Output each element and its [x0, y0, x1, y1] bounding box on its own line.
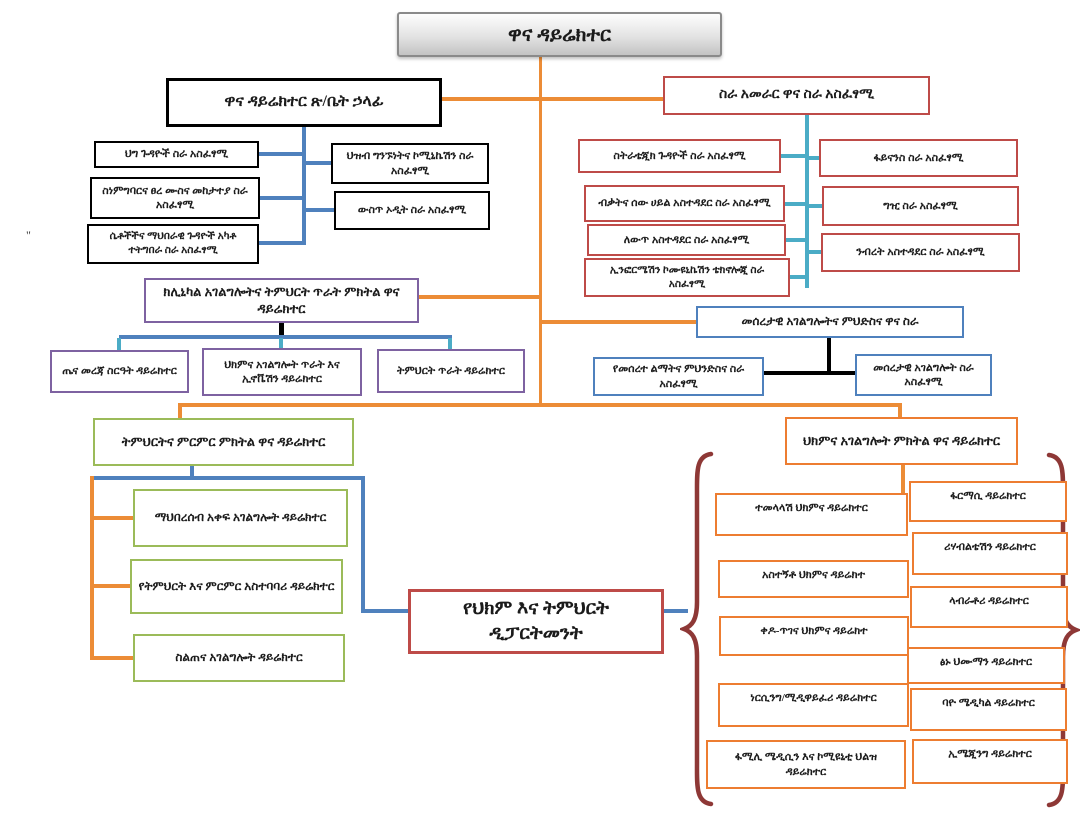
connector: [117, 338, 121, 351]
box-office-unit: ውስጥ ኦዲት ስራ አስፈፃሚ: [334, 191, 490, 230]
box-management-exec: ስራ አመራር ዋና ስራ አስፈፃሚ: [663, 76, 930, 115]
box-education-deputy: ትምህርትና ምርምር ምክትል ዋና ዳይሬክተር: [93, 418, 354, 466]
box-medical-unit: ፋርማሲ ዳይሬክተር: [909, 481, 1067, 522]
connector: [90, 476, 94, 660]
connector: [119, 335, 452, 339]
connector: [898, 403, 902, 418]
connector: [178, 403, 901, 407]
connector: [808, 204, 822, 208]
box-management-unit: ብቃትና ሰው ሀይል አስተዳደር ስራ አስፈፃሚ: [584, 185, 785, 222]
connector: [808, 156, 819, 160]
connector: [539, 57, 542, 406]
box-infrastructure-unit: የመሰረተ ልማትና ምህንድስና ስራ አስፈፃሚ: [593, 357, 764, 396]
connector: [361, 609, 408, 613]
connector: [190, 466, 194, 478]
box-medical-unit: ፅኑ ህሙማን ዳይሬክተር: [907, 647, 1065, 684]
connector: [448, 338, 452, 350]
connector: [90, 516, 133, 520]
box-management-unit: ፋይናንስ ስራ አስፈፃሚ: [819, 139, 1018, 177]
box-management-unit: ኢንፎርሜሽን ኮሙዩኒኬሽን ቴክኖሎጂ ስራ አስፈፃሚ: [584, 258, 790, 297]
box-medical-unit: ላብራቶሪ ዳይሬክተር: [910, 586, 1068, 628]
connector: [805, 115, 809, 288]
box-medical-unit: ኢሜጂንግ ዳይሬክተር: [912, 739, 1068, 784]
box-medical-unit: ሪሃብልቴሽን ዳይሬክተር: [912, 532, 1068, 575]
box-office-head: ዋና ዳይሬክተር ጽ/ቤት ኃላፊ: [166, 78, 442, 127]
connector: [302, 127, 306, 245]
connector: [664, 609, 688, 613]
box-management-unit: ስትራቴጂክ ጉዳዮች ስራ አስፈፃሚ: [578, 139, 781, 173]
connector: [786, 238, 805, 242]
connector: [808, 250, 821, 254]
connector: [901, 464, 905, 494]
box-management-unit: ለውጥ አስተዳደር ስራ አስፈፃሚ: [587, 224, 786, 256]
connector: [260, 196, 302, 200]
box-clinical-deputy: ክሊኒካል አገልግሎትና ትምህርት ጥራት ምክትል ዋና ዳይሬክተር: [144, 278, 419, 323]
box-infrastructure-unit: መሰረታዊ አገልግሎት ስራ አስፈፃሚ: [855, 354, 992, 396]
connector: [361, 476, 365, 613]
connector: [764, 371, 855, 375]
stray-quote-mark: ": [26, 228, 31, 242]
box-management-unit: ንብረት አስተዳደር ስራ አስፈፃሚ: [821, 233, 1020, 272]
connector: [91, 476, 364, 480]
box-education-unit: የትምህርት እና ምርምር አስተባባሪ ዳይሬክተር: [130, 559, 343, 614]
box-department: የህክም እና ትምህርት ዲፓርትመንት: [408, 589, 664, 654]
box-medical-unit: አስተኝቶ ህክምና ዳይሬክተ: [718, 560, 909, 598]
connector: [90, 584, 130, 588]
box-office-unit: ህግ ጉዳዮች ስራ አስፈፃሚ: [94, 141, 259, 168]
connector: [305, 208, 334, 212]
connector: [827, 338, 831, 374]
box-medical-unit: ቀዶ-ጥገና ህክምና ዳይሬክተ: [719, 616, 909, 656]
connector: [781, 154, 805, 158]
box-clinical-unit: ትምህርት ጥራት ዳይሬክተር: [377, 349, 525, 393]
left-brace-shape: [680, 451, 714, 807]
connector: [259, 152, 302, 156]
connector: [442, 97, 663, 101]
box-medical-deputy: ህክምና አገልግሎት ምክትል ዋና ዳይሬክተር: [785, 417, 1018, 465]
connector: [178, 403, 182, 419]
connector: [790, 275, 805, 279]
box-director-general: ዋና ዳይሬክተር: [397, 12, 722, 57]
box-clinical-unit: ጤና መረጃ ስርዓት ዳይሬክተር: [50, 350, 189, 393]
connector: [419, 295, 539, 299]
box-medical-unit: ነርሲንግ/ሚዲዋይፈሪ ዳይሬክተር: [718, 683, 909, 727]
connector: [90, 656, 133, 660]
box-office-unit: ሴቶችችና ማህበራዊ ጉዳዮች አካቶ ተትግበራ ስራ አስፈፃሚ: [87, 224, 259, 264]
box-medical-unit: ፋሚሊ ሜዲሲን እና ኮሚዩኒቲ ህልዝ ዳይሬክተር: [706, 740, 906, 789]
box-medical-unit: ተመላላሽ ህክምና ዳይሬክተር: [715, 493, 908, 536]
connector: [785, 202, 805, 206]
connector: [279, 338, 283, 349]
box-education-unit: ስልጠና አገልግሎት ዳይሬክተር: [133, 634, 345, 682]
box-clinical-unit: ህክምና አገልግሎት ጥራት እና ኢኖቬሽን ዳይሬክተር: [202, 348, 362, 396]
connector: [259, 241, 302, 245]
box-infrastructure-exec: መሰረታዊ አገልግሎትና ምህድስና ዋና ስራ: [696, 306, 964, 338]
connector: [279, 322, 284, 338]
box-education-unit: ማህበረሰብ አቀፍ አገልግሎት ዳይሬክተር: [133, 489, 348, 547]
box-medical-unit: ባዮ ሜዲካል ዳይሬክተር: [910, 688, 1067, 731]
connector: [305, 161, 331, 165]
connector: [542, 320, 696, 324]
box-office-unit: ስነምግባርና ፀረ ሙስና መከታተያ ስራ አስፈፃሚ: [90, 177, 260, 219]
box-office-unit: ህዝብ ግንኙነትና ኮሚኒኬሽን ስራ አስፈፃሚ: [331, 143, 489, 184]
box-management-unit: ግዢ ስራ አስፈፃሚ: [822, 186, 1019, 226]
